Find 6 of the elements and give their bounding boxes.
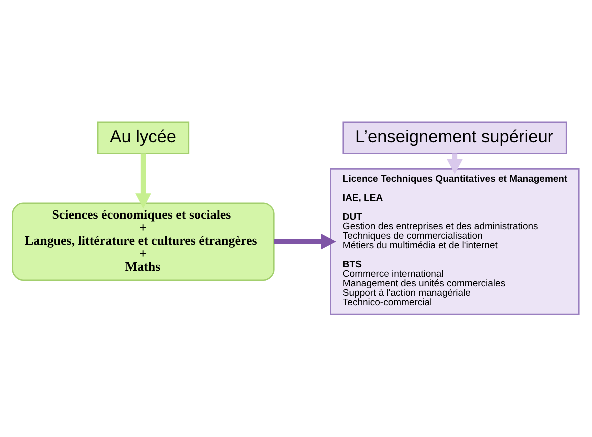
- node-box: L’enseignement supérieur: [342, 122, 568, 154]
- arrow: [274, 234, 336, 250]
- node-box: Sciences économiques et sociales + Langues, littérature et cultures étrangères + Maths: [12, 202, 275, 282]
- node-box: Au lycée: [97, 122, 190, 154]
- arrow: [136, 154, 152, 209]
- node-box: Licence Techniques Quantitatives et Management IAE, LEA DUT Gestion des entreprises et des administrations Techniques de commercialisation Métiers du multimédia et de l'internet BTS Commerce international Management des unités commerciales Support à l'action managériale Technico-commercial: [330, 168, 580, 316]
